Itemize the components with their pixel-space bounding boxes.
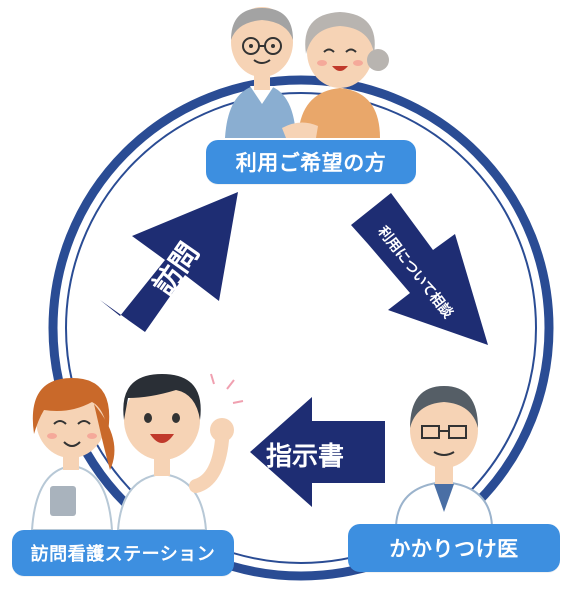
elderly-woman-icon	[282, 12, 389, 138]
patient-label: 利用ご希望の方	[206, 140, 416, 184]
elderly-man-icon	[225, 7, 296, 138]
boy-icon	[116, 373, 244, 531]
doctor-label: かかりつけ医	[348, 524, 560, 572]
nurse-icon	[30, 378, 115, 531]
outer-ring	[48, 75, 554, 581]
station-label: 訪問看護ステーション	[12, 530, 234, 576]
order-arrow	[250, 397, 385, 507]
order-arrow-text: 指示書	[266, 442, 345, 472]
consult-arrow	[351, 193, 488, 345]
visit-arrow	[100, 192, 238, 332]
inner-ring	[65, 92, 537, 564]
doctor-icon	[394, 386, 494, 527]
